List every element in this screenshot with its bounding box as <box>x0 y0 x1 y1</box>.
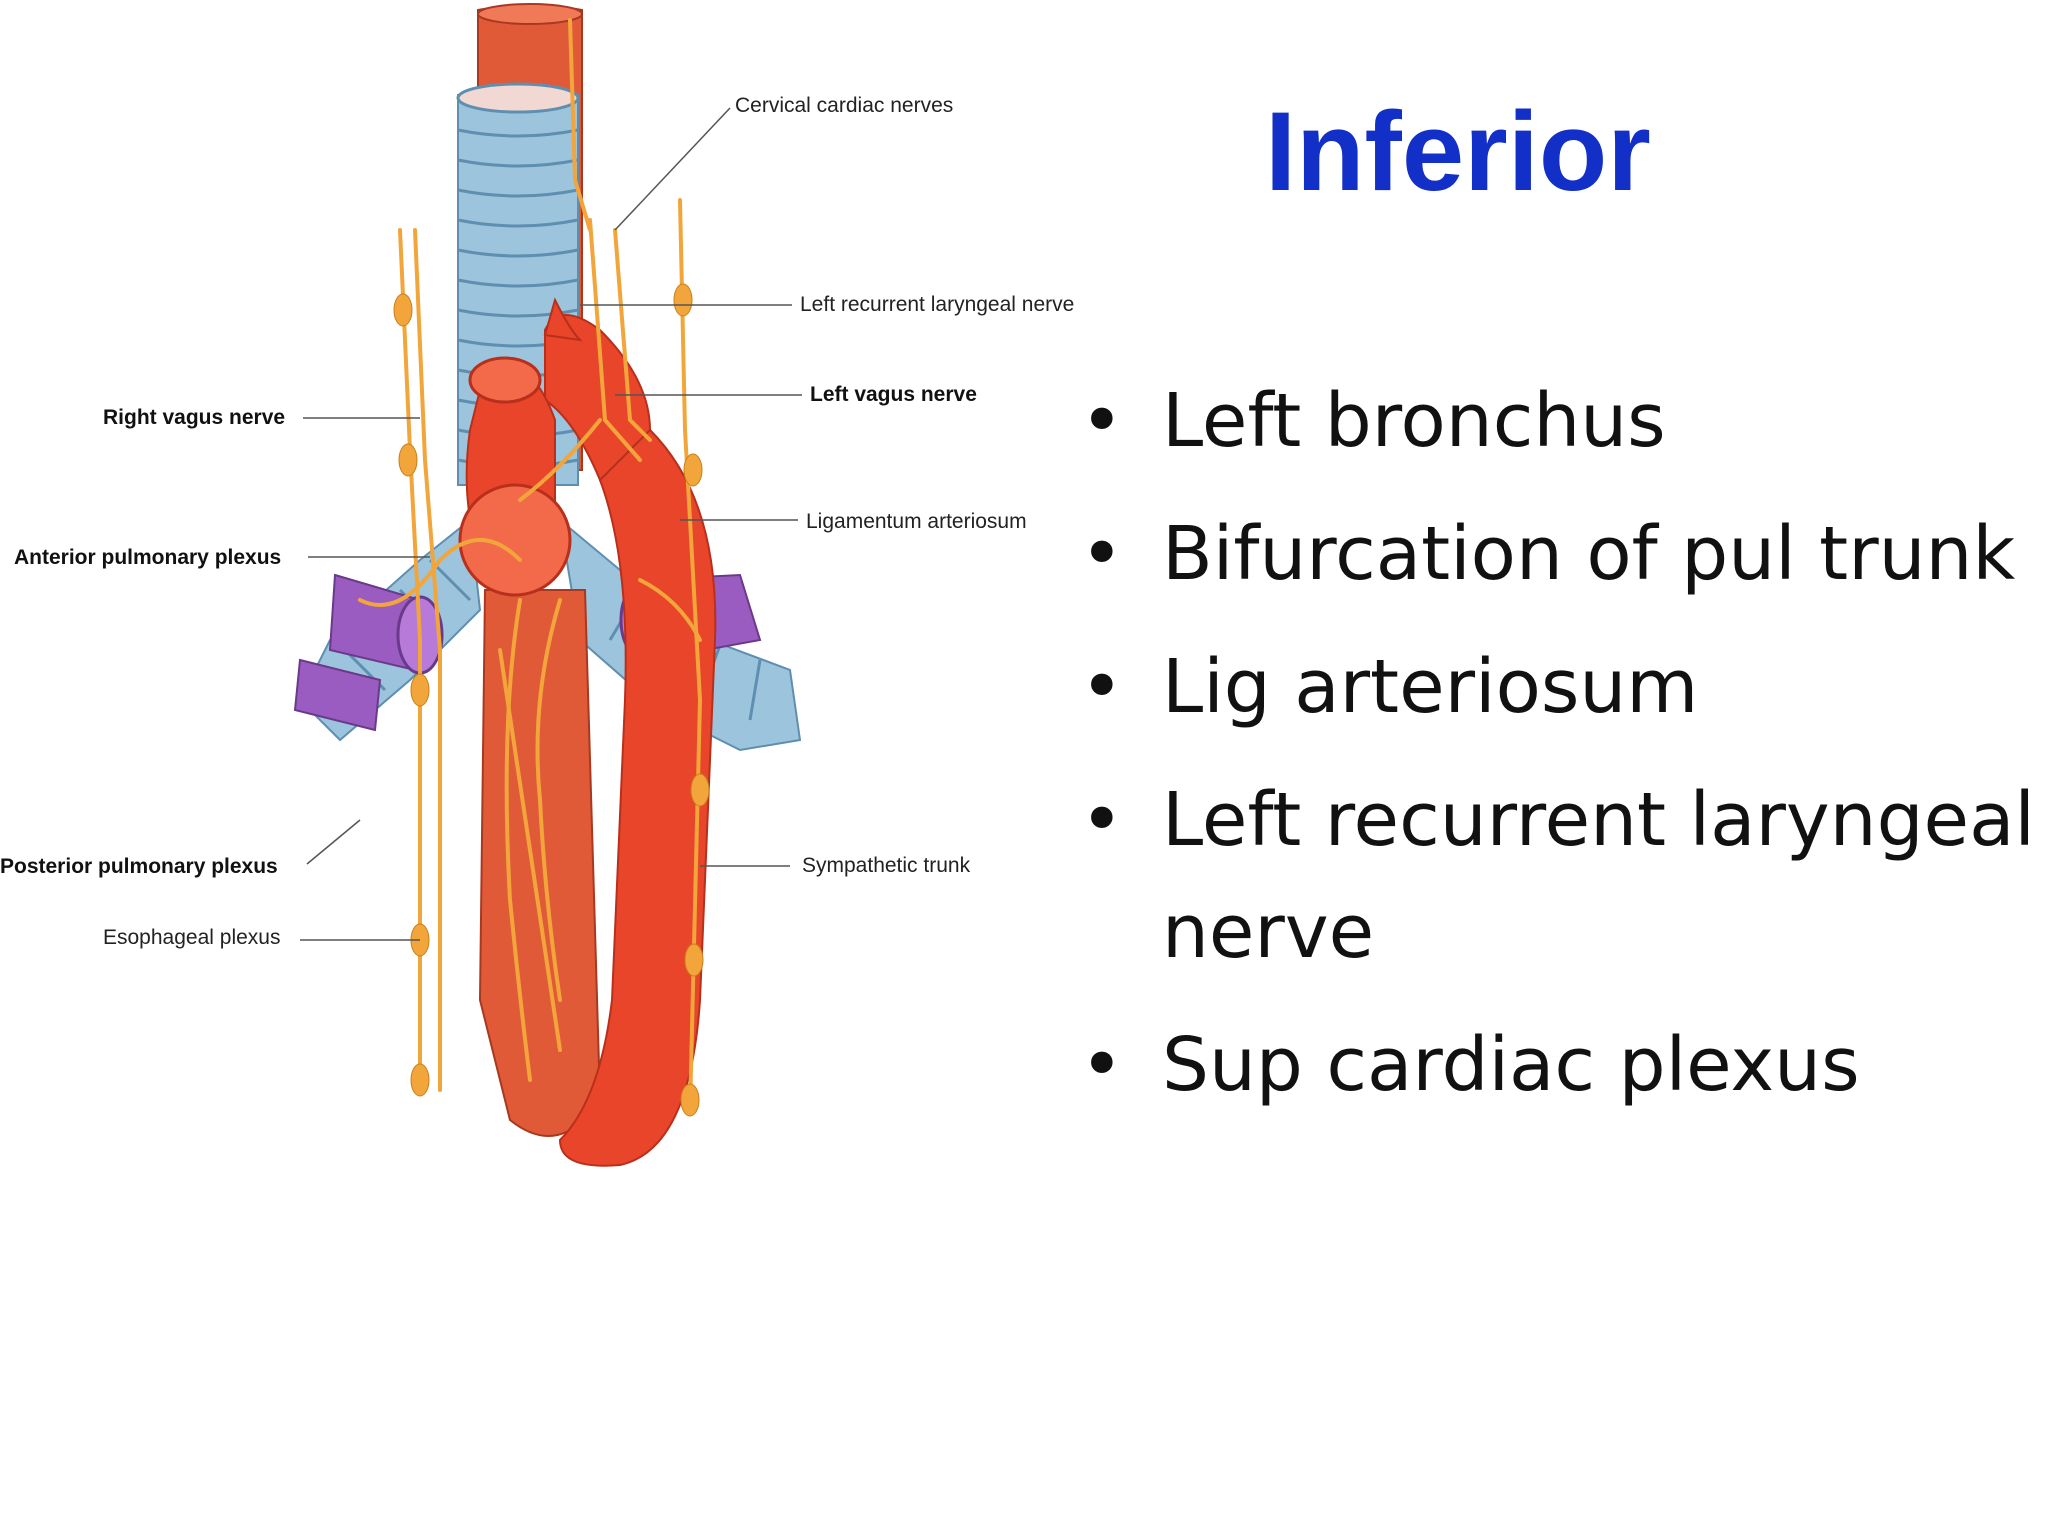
esophagus-lower <box>478 589 602 1137</box>
bullet-text: Lig arteriosum <box>1162 644 1699 730</box>
bullet-text: Bifurcation of pul trunk <box>1162 511 2016 597</box>
pulmonary-trunk-opening <box>458 483 572 597</box>
bullet-item: • Left bronchus <box>1080 365 2040 477</box>
label-left-recurrent-laryngeal-nerve: Left recurrent laryngeal nerve <box>800 293 1075 316</box>
sympathetic-ganglia <box>393 283 710 1117</box>
label-posterior-pulmonary-plexus: Posterior pulmonary plexus <box>0 855 278 878</box>
anatomy-figure: Cervical cardiac nerves Left recurrent l… <box>0 0 1100 1200</box>
label-left-vagus-nerve: Left vagus nerve <box>810 383 977 406</box>
mediastinum-illustration <box>293 3 802 1167</box>
bullet-text: Left recurrent laryngeal nerve <box>1162 777 2035 975</box>
bullet-item: • Bifurcation of pul trunk <box>1080 498 2040 610</box>
bullet-text: Left bronchus <box>1162 378 1666 464</box>
nerves <box>358 18 703 1112</box>
label-anterior-pulmonary-plexus: Anterior pulmonary plexus <box>14 546 282 569</box>
label-right-vagus-nerve: Right vagus nerve <box>103 406 286 429</box>
left-subclavian <box>543 297 583 342</box>
slide-title: Inferior <box>1265 89 1651 214</box>
label-sympathetic-trunk: Sympathetic trunk <box>802 854 971 877</box>
bullet-item: • Lig arteriosum <box>1080 631 2040 743</box>
bullet-dot-icon: • <box>1080 511 1124 597</box>
bullet-dot-icon: • <box>1080 1022 1124 1108</box>
bullet-text: Sup cardiac plexus <box>1162 1022 1860 1108</box>
label-ligamentum-arteriosum: Ligamentum arteriosum <box>806 510 1027 533</box>
bullet-item: • Left recurrent laryngeal nerve <box>1080 764 2040 988</box>
label-esophageal-plexus: Esophageal plexus <box>103 926 281 949</box>
label-cervical-cardiac-nerves: Cervical cardiac nerves <box>735 94 954 117</box>
descending-aorta <box>558 428 717 1167</box>
bullet-dot-icon: • <box>1080 777 1124 863</box>
esophagus-top-opening <box>477 3 583 25</box>
bullet-list: • Left bronchus • Bifurcation of pul tru… <box>1080 365 2040 1142</box>
label-leader-lines <box>300 107 802 941</box>
brachiocephalic-opening <box>468 356 542 404</box>
bullet-dot-icon: • <box>1080 378 1124 464</box>
bullet-dot-icon: • <box>1080 644 1124 730</box>
bullet-item: • Sup cardiac plexus <box>1080 1009 2040 1121</box>
